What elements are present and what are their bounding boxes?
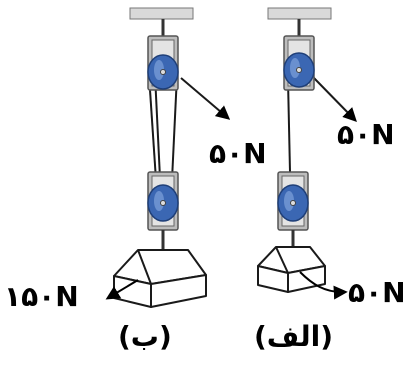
load-box — [257, 246, 326, 293]
bottom-pulley — [277, 171, 309, 231]
bottom-pulley — [147, 171, 179, 231]
rope-strands — [148, 74, 231, 181]
pull-force-label-b: ۵۰N — [209, 137, 267, 170]
load-force-arrow — [299, 271, 348, 300]
top-pulley — [147, 35, 179, 91]
pull-force-label-alef: ۵۰N — [337, 118, 395, 151]
top-pulley — [283, 35, 315, 91]
load-box — [113, 249, 207, 308]
ceiling-mount — [267, 7, 332, 20]
caption-alef: (الف) — [254, 320, 333, 353]
load-force-label-b: ۱۵۰N — [4, 280, 79, 313]
diagram-b: ۵۰N ۱۵۰N (ب) — [4, 7, 267, 353]
rope-strands — [287, 75, 357, 173]
load-force-label-alef: ۵۰N — [348, 276, 406, 309]
diagram-alef: ۵۰N ۵۰N (الف) — [254, 7, 406, 353]
load-force-arrow — [105, 279, 139, 300]
caption-b: (ب) — [118, 320, 172, 353]
ceiling-mount — [129, 7, 194, 20]
